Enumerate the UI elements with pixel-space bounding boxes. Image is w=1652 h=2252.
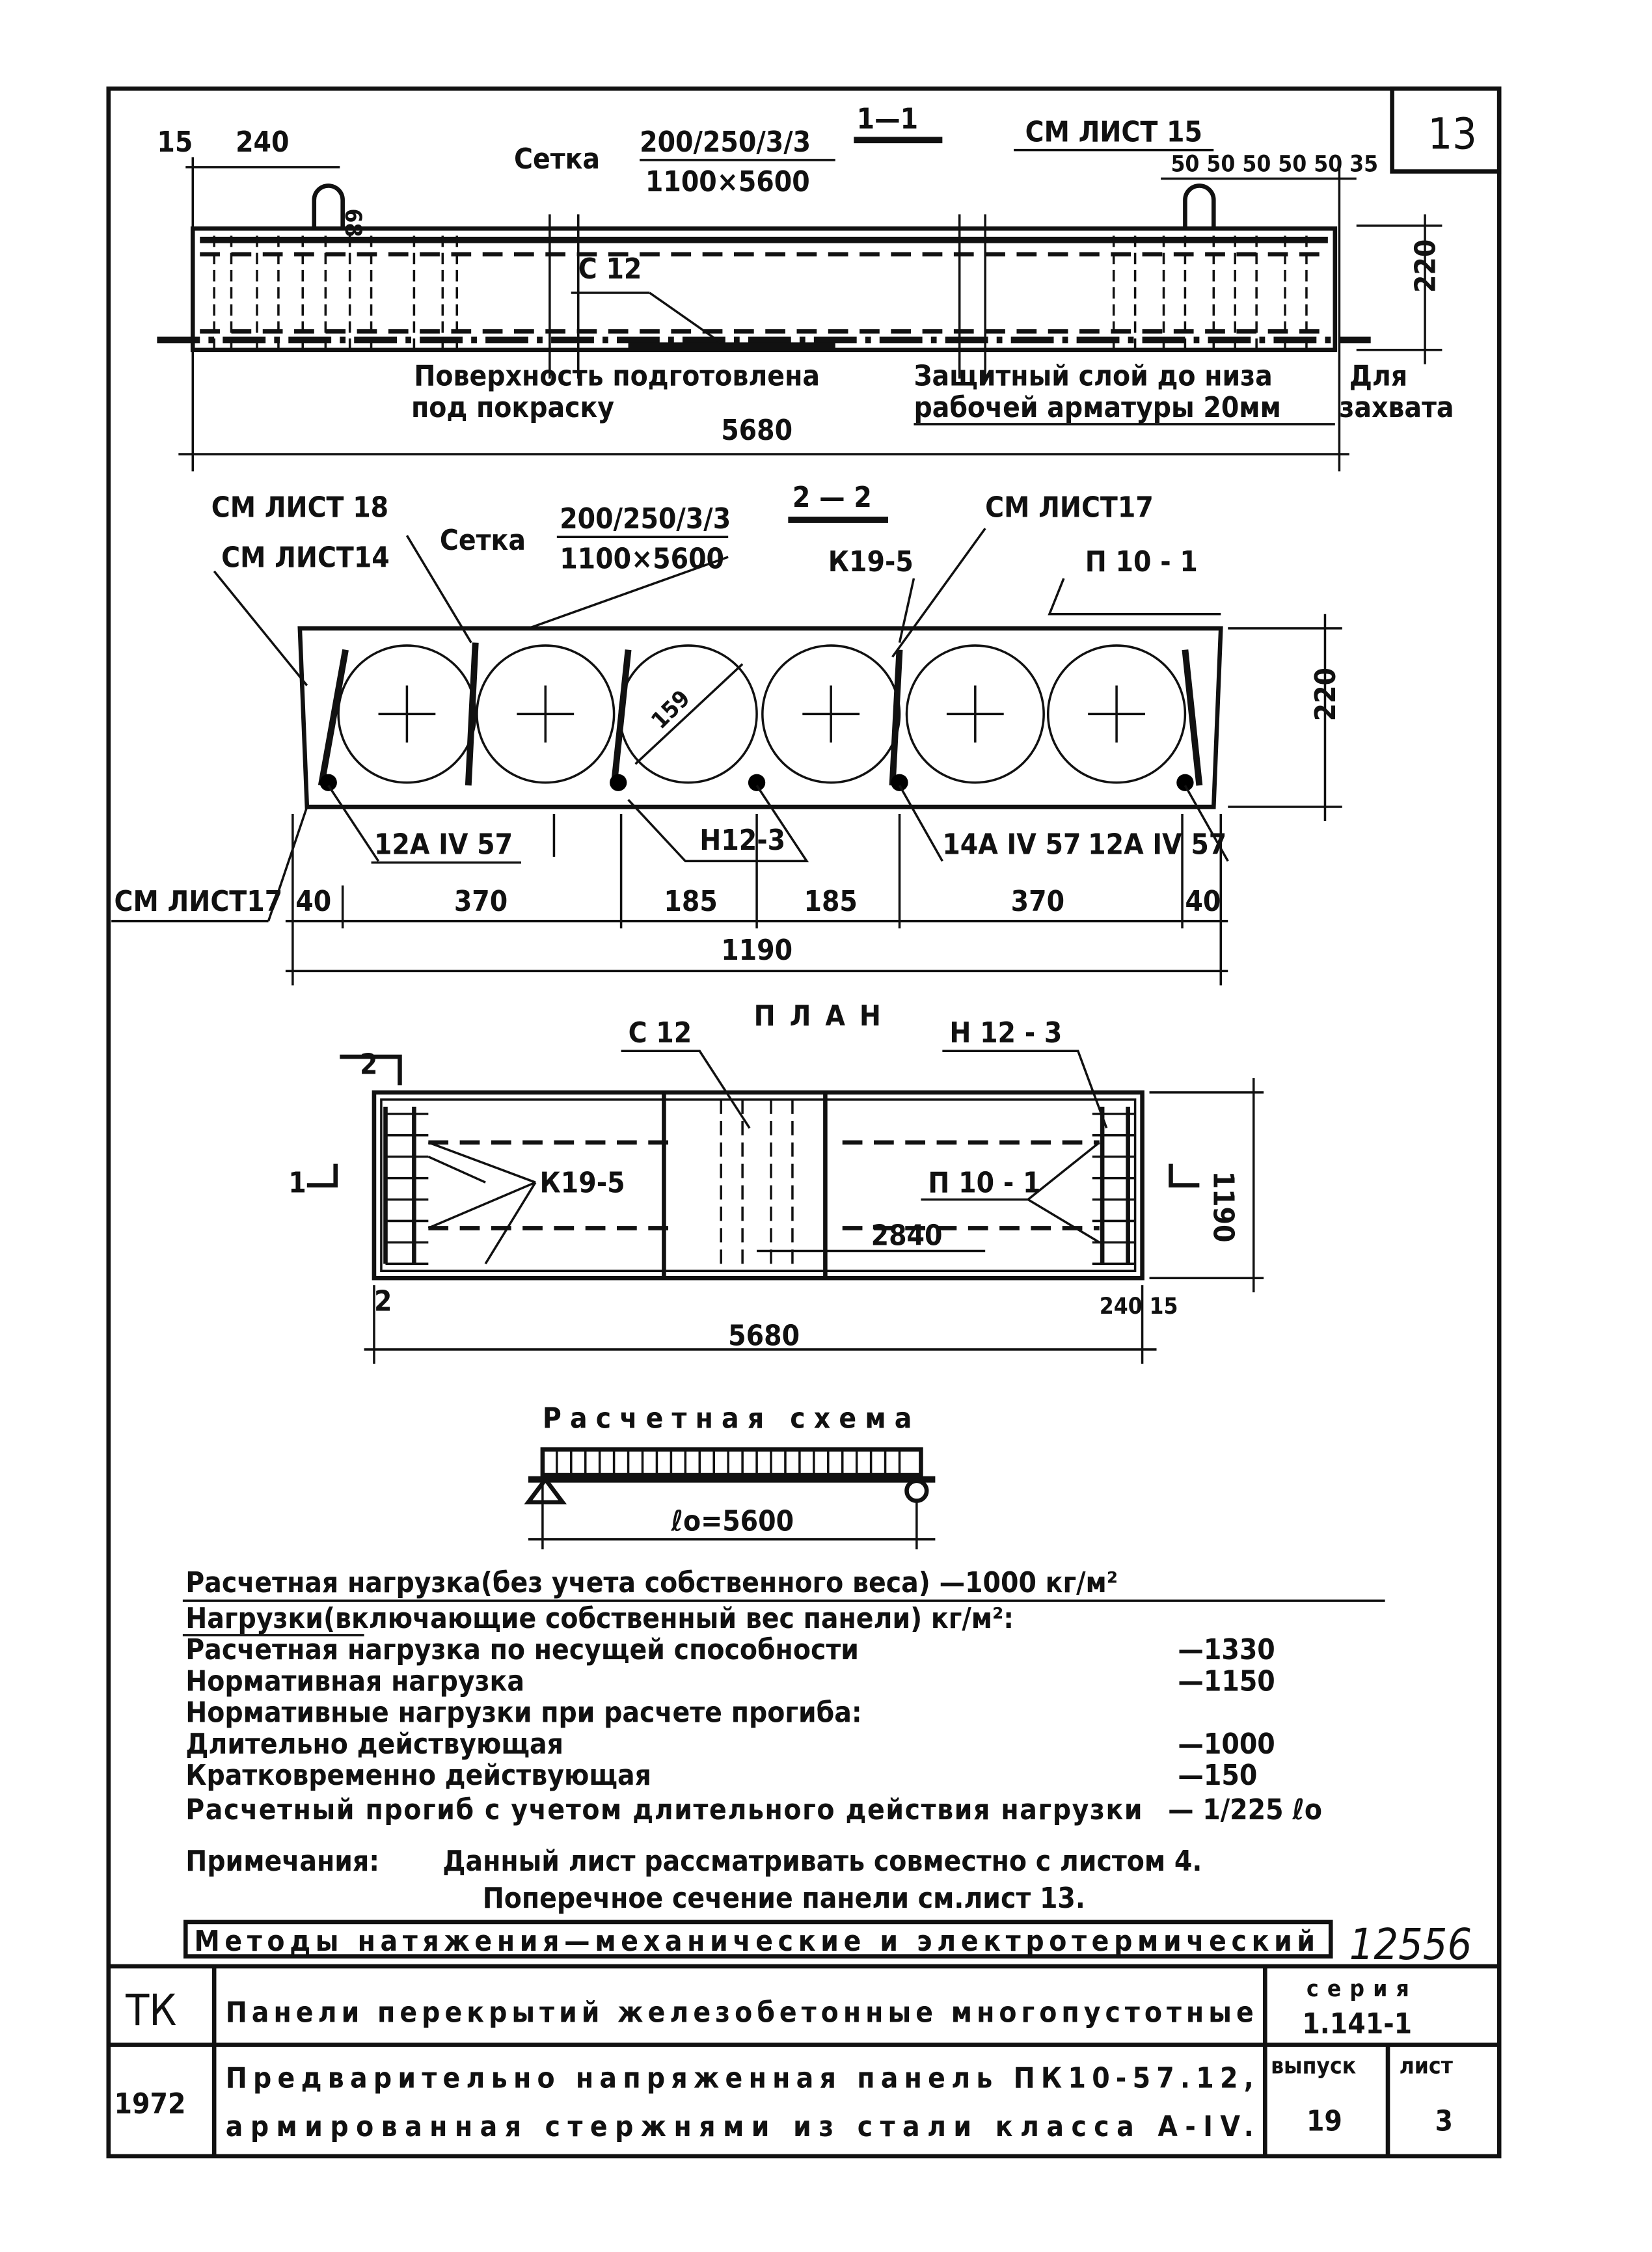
- dim-370-right: 370: [1011, 885, 1064, 918]
- dim-185-left: 185: [664, 885, 717, 918]
- section-mark-1-left: 1: [288, 1167, 306, 1200]
- series-number: 1.141-1: [1302, 2007, 1412, 2041]
- load-row-label: Нормативные нагрузки при расчете прогиба…: [185, 1696, 861, 1730]
- sheet-ref-box: [1390, 86, 1502, 174]
- title-line-2b: армированная стержнями из стали класса А…: [226, 2110, 1254, 2143]
- section-title: 1—1: [857, 103, 918, 136]
- dim-5680: 5680: [721, 414, 792, 447]
- section-2-2: 2 — 2 СМ ЛИСТ 18 СМ ЛИСТ14 Сетка 200/250…: [111, 481, 1342, 986]
- loads-notes: Расчетная нагрузка(без учета собственног…: [182, 1566, 1472, 1970]
- design-scheme: Расчетная схема ℓo=5600: [524, 1402, 936, 1550]
- load-row-value: —1330: [1178, 1633, 1275, 1666]
- scheme-title: Расчетная схема: [543, 1402, 921, 1435]
- see-sheet-17-lower: СМ ЛИСТ17: [115, 885, 283, 918]
- k19-label: К19-5: [828, 545, 914, 578]
- note-cover-1: Защитный слой до низа: [914, 360, 1272, 393]
- load-row-value: —150: [1178, 1759, 1257, 1792]
- p10-label: П 10 - 1: [1085, 545, 1198, 578]
- dim-240: 240: [236, 126, 289, 159]
- note-grip-1: Для: [1349, 360, 1407, 393]
- title-line-1: Панели перекрытий железобетонные многопу…: [226, 1996, 1254, 2029]
- section-mark-2-top: 2: [360, 1048, 377, 1081]
- tension-methods: Методы натяжения—механические и электрот…: [194, 1925, 1315, 1958]
- mesh-label: Сетка: [514, 142, 600, 176]
- section-mark-2-bottom: 2: [374, 1285, 392, 1318]
- dim-370-left: 370: [454, 885, 508, 918]
- note-2: Поперечное сечение панели см.лист 13.: [483, 1882, 1085, 1915]
- load-row-label: Нормативная нагрузка: [185, 1664, 524, 1698]
- sheet-label: лист: [1400, 2053, 1454, 2080]
- mesh-num: 200/250/3/3: [560, 502, 731, 536]
- load-row-value: —1150: [1178, 1664, 1275, 1698]
- title-line-2a: Предварительно напряженная панель ПК10-5…: [226, 2061, 1254, 2095]
- issue-number: 19: [1307, 2104, 1342, 2137]
- load-row-label: Расчетный прогиб с учетом длительного де…: [185, 1793, 1142, 1826]
- bar-left: 12А IV 57: [374, 828, 513, 861]
- title-block: ТК 1972 Панели перекрытий железобетонные…: [108, 1964, 1500, 2156]
- section-1-1: 1—1 Сетка 200/250/3/3 1100×5600 СМ ЛИСТ …: [157, 103, 1454, 472]
- loads-header: Нагрузки(включающие собственный вес пане…: [185, 1602, 1014, 1635]
- mesh-label: Сетка: [440, 524, 526, 557]
- note-surface-2: под покраску: [411, 391, 614, 424]
- mesh-num: 200/250/3/3: [640, 126, 811, 159]
- sheet-number: 3: [1435, 2104, 1452, 2137]
- mesh-den: 1100×5600: [645, 165, 810, 198]
- load-row-label: Расчетная нагрузка по несущей способност…: [185, 1633, 859, 1666]
- c12-label: С 12: [629, 1016, 692, 1050]
- n12-label: Н 12 - 3: [949, 1016, 1062, 1050]
- dim-40-left: 40: [295, 885, 331, 918]
- year: 1972: [115, 2087, 186, 2121]
- diameter-159: 159: [646, 685, 696, 735]
- see-sheet-18: СМ ЛИСТ 18: [211, 491, 388, 524]
- p10-label: П 10 - 1: [928, 1167, 1040, 1200]
- dim-1190: 1190: [1206, 1171, 1239, 1243]
- sheet-ref: 13: [1428, 109, 1476, 159]
- stirrup-hatch: [385, 1113, 1135, 1266]
- see-sheet-17: СМ ЛИСТ17: [985, 491, 1154, 524]
- k19-label: К19-5: [540, 1167, 625, 1200]
- stirrups-left: [213, 236, 458, 350]
- notes-label: Примечания:: [185, 1845, 379, 1878]
- load-row-value: —1000: [1178, 1728, 1275, 1761]
- dim-15: 15: [1150, 1293, 1178, 1320]
- design-load: Расчетная нагрузка(без учета собственног…: [185, 1566, 1118, 1599]
- span-label: ℓo=5600: [670, 1505, 794, 1538]
- bar-mid: 14А IV 57: [942, 828, 1081, 861]
- dim-15: 15: [157, 126, 193, 159]
- plan-title: ПЛАН: [754, 999, 895, 1033]
- voids: [337, 644, 1187, 784]
- see-sheet-14: СМ ЛИСТ14: [221, 541, 390, 574]
- dim-2840: 2840: [871, 1219, 943, 1253]
- note-grip-2: захвата: [1339, 391, 1454, 424]
- mesh-den: 1100×5600: [560, 543, 724, 576]
- load-row-label: Длительно действующая: [185, 1728, 563, 1761]
- note-cover-2: рабочей арматуры 20мм: [914, 391, 1280, 424]
- main-bars: [319, 774, 1194, 791]
- plan-view: ПЛАН С 12 Н 12 - 3 К19-5 П 10 - 1 2840 1…: [288, 999, 1264, 1364]
- dim-1190: 1190: [721, 934, 792, 967]
- c12-label: С 12: [578, 252, 642, 286]
- load-row-value: — 1/225 ℓo: [1168, 1793, 1322, 1826]
- see-sheet-15: СМ ЛИСТ 15: [1025, 115, 1202, 148]
- issue-label: выпуск: [1271, 2053, 1356, 2080]
- note-1: Данный лист рассматривать совместно с ли…: [442, 1845, 1202, 1878]
- dim-5680: 5680: [728, 1319, 800, 1352]
- load-row-label: Кратковременно действующая: [185, 1759, 651, 1792]
- bar-right: 12А IV 57: [1088, 828, 1226, 861]
- note-surface-1: Поверхность подготовлена: [414, 360, 820, 393]
- dim-240: 240: [1100, 1293, 1143, 1320]
- archive-number: 12556: [1349, 1920, 1472, 1970]
- stirrups-right: [1112, 236, 1308, 350]
- org-code: ТК: [125, 1985, 176, 2035]
- dim-40-right: 40: [1185, 885, 1221, 918]
- n12-label: Н12-3: [699, 824, 785, 857]
- section-title: 2 — 2: [792, 481, 872, 514]
- dim-steps: 50 50 50 50 50 35: [1171, 150, 1378, 177]
- series-label: серия: [1307, 1975, 1418, 2002]
- dim-185-right: 185: [804, 885, 857, 918]
- sheet-frame: [106, 86, 1502, 2159]
